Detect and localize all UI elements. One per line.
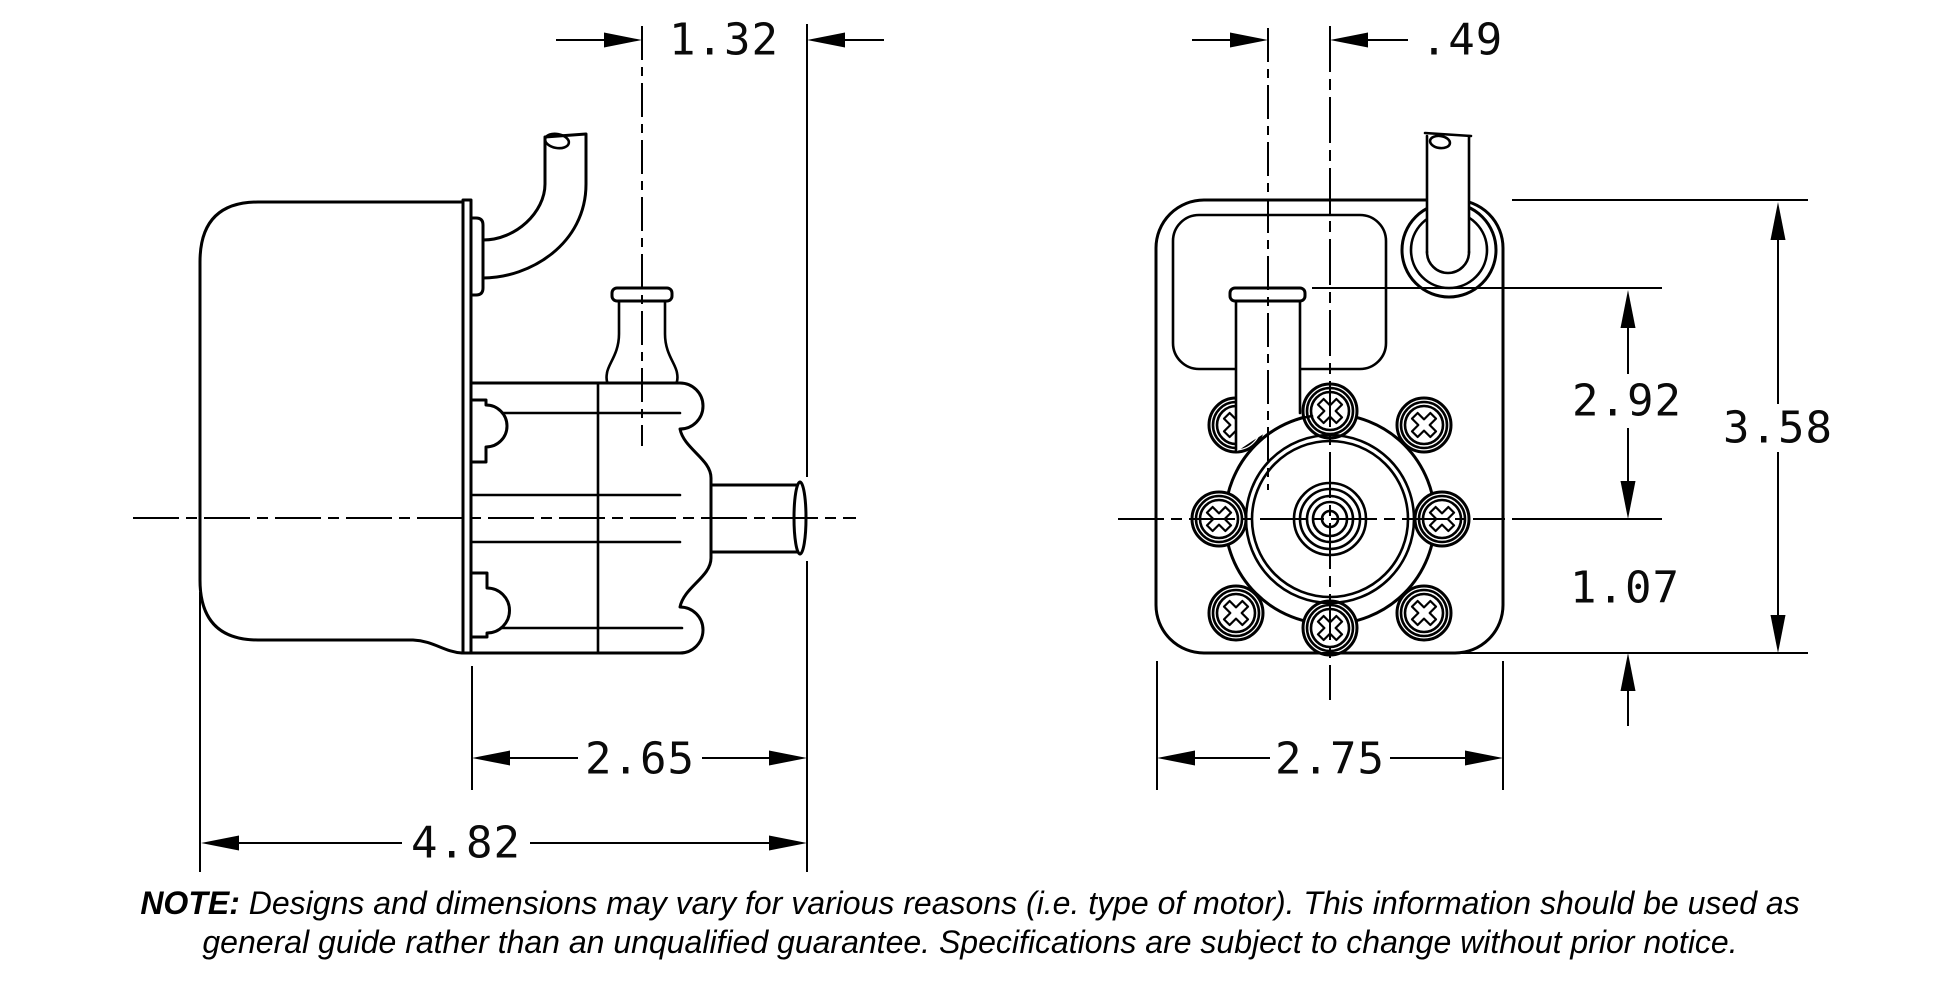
dimension-port-to-shaft: 1.32 xyxy=(556,15,884,66)
dimension-text-4-82: 4.82 xyxy=(411,818,521,869)
note-line-1-text: Designs and dimensions may vary for vari… xyxy=(240,885,1800,921)
phillips-cross-icon xyxy=(1410,599,1438,627)
arrowhead-icon xyxy=(472,750,510,766)
note-label: NOTE: xyxy=(140,885,240,921)
outlet-tube xyxy=(481,132,588,280)
dimension-arrowheads xyxy=(201,32,1786,851)
arrowhead-icon xyxy=(1620,653,1636,691)
dimension-port-to-center: .49 xyxy=(1192,15,1503,66)
bolt-head-top xyxy=(469,398,509,464)
arrowhead-icon xyxy=(1230,32,1268,48)
arrowhead-icon xyxy=(769,750,807,766)
arrowhead-icon xyxy=(769,835,807,851)
screw-icon xyxy=(1211,588,1261,638)
dimension-text-3-58: 3.58 xyxy=(1723,403,1833,454)
dimension-text-1-32: 1.32 xyxy=(669,15,779,66)
arrowhead-icon xyxy=(1465,750,1503,766)
dimension-overall-width: 2.75 xyxy=(1192,734,1468,785)
dimension-layer: 1.32 .49 2.92 3.58 1.07 2.65 xyxy=(199,15,1833,872)
dimension-text-49: .49 xyxy=(1421,15,1503,66)
arrowhead-icon xyxy=(1620,481,1636,519)
dimension-port-top-to-centerline: 2.92 xyxy=(1572,325,1682,484)
pump-flange-front-arc xyxy=(1236,414,1314,470)
screw-icon xyxy=(1399,588,1449,638)
arrowhead-icon xyxy=(1330,32,1368,48)
bolt-head-bottom xyxy=(469,571,511,639)
arrowhead-icon xyxy=(201,835,239,851)
outlet-tube-front xyxy=(1423,131,1473,275)
dimension-text-1-07: 1.07 xyxy=(1570,563,1680,614)
drawing-note: NOTE: Designs and dimensions may vary fo… xyxy=(140,885,1799,960)
phillips-cross-icon xyxy=(1410,411,1438,439)
screw-icon xyxy=(1399,400,1449,450)
tube-fitting xyxy=(469,216,485,297)
note-line-1: NOTE: Designs and dimensions may vary fo… xyxy=(140,885,1799,921)
side-view xyxy=(133,26,856,655)
front-view xyxy=(1118,26,1505,700)
tube-opening xyxy=(543,132,571,150)
tube-opening-front xyxy=(1428,134,1452,150)
dimension-text-2-75: 2.75 xyxy=(1275,734,1385,785)
dimension-text-2-92: 2.92 xyxy=(1572,376,1682,427)
phillips-cross-icon xyxy=(1222,599,1250,627)
dimension-text-2-65: 2.65 xyxy=(585,734,695,785)
dimension-overall-length: 4.82 xyxy=(235,818,772,869)
arrowhead-icon xyxy=(604,32,642,48)
extension-lines xyxy=(199,24,1808,872)
dimension-overall-height: 3.58 xyxy=(1723,237,1833,618)
arrowhead-icon xyxy=(1770,202,1786,240)
outlet-tube-front-fill xyxy=(1427,136,1469,252)
dimension-pump-length: 2.65 xyxy=(505,734,772,785)
inlet-port-front xyxy=(1234,299,1302,454)
arrowhead-icon xyxy=(807,32,845,48)
arrowhead-icon xyxy=(1620,290,1636,328)
arrowhead-icon xyxy=(1770,615,1786,653)
dimension-centerline-to-bottom: 1.07 xyxy=(1570,563,1680,726)
note-line-2: general guide rather than an unqualified… xyxy=(202,924,1737,960)
motor-body xyxy=(198,200,465,655)
arrowhead-icon xyxy=(1157,750,1195,766)
